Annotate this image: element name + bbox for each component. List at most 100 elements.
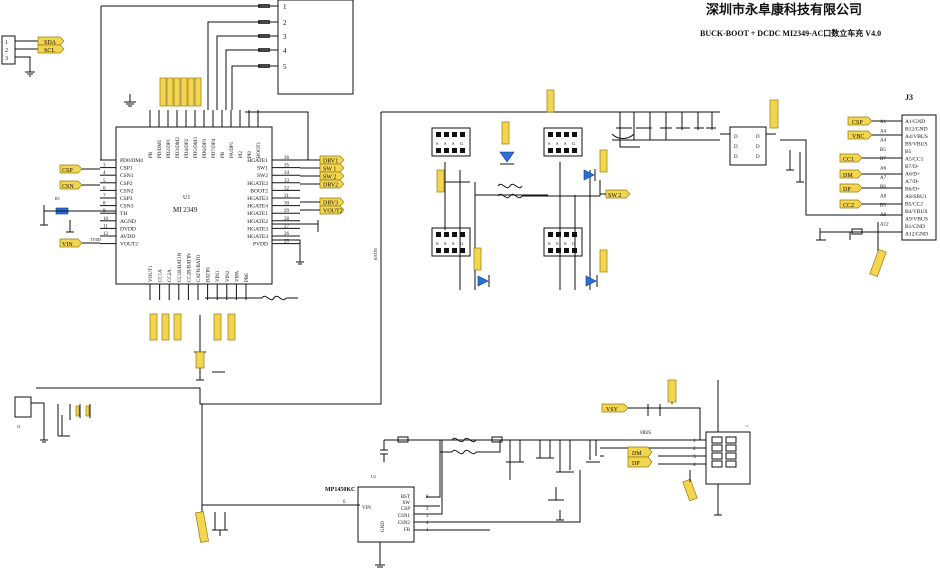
usbc-vbc-label: VBC: [852, 134, 864, 140]
u1-top-pin-name: PD5/DM3: [194, 137, 199, 158]
driver-net-label-text: DRV1: [323, 159, 338, 165]
mosfet-pad: [444, 248, 449, 253]
i2c-header: 1 2 3 SDA SCL: [1, 35, 65, 77]
mosfet-pad: [460, 148, 465, 153]
u1-right-pin-name: PVDD: [253, 242, 268, 248]
driver-net-label-text: SW 1: [323, 167, 336, 173]
u1-bottom-pin-name: CATN/BATO: [197, 254, 202, 282]
u2-pin-num: 2: [426, 507, 429, 512]
diode-d4: [585, 275, 598, 287]
batin-net: BATIN: [373, 248, 378, 260]
usbc-pin-num: A4: [880, 129, 887, 134]
u1-ref: U1: [183, 195, 190, 201]
u1-right-pin-num: 27: [284, 224, 290, 229]
u2-pin-num: 6: [343, 500, 346, 505]
u1-top-pin-name: PA/DP1: [230, 141, 235, 158]
u1-right-pin-name: HGATE2: [247, 219, 268, 225]
u2-ref: U2: [371, 474, 376, 479]
usbc-pin-name: B12/GND: [905, 127, 928, 133]
u1-left-pin-name: CSN3: [120, 204, 134, 210]
u1-right-pin-num: 31: [284, 194, 290, 199]
mosfet-package: [431, 127, 471, 157]
u1-left-pin-name: CSP3: [120, 196, 133, 202]
usba-contact: [725, 444, 737, 452]
top-connector-pin: 4: [283, 47, 287, 55]
driver-net-label-text: VOUT2: [323, 209, 343, 215]
u1-top-net-label: [159, 77, 167, 107]
top-connector-pin: 3: [283, 33, 287, 41]
mosfet-pad: [452, 148, 457, 153]
u1-top-net-label: [180, 77, 188, 107]
mosfet-pad: [460, 232, 465, 237]
mosfet-pad: [436, 132, 441, 137]
usbc-pin-name: A1/GND: [905, 119, 925, 125]
mosfet-pad: [460, 132, 465, 137]
usbc-pin-num: B5: [880, 204, 886, 209]
mosfet-pad: [564, 232, 569, 237]
vsy-label: VSY: [606, 407, 619, 413]
schematic-title: 深圳市永阜康科技有限公司: [706, 2, 862, 17]
u1-bottom-pin-name: BATIN: [207, 267, 212, 282]
usbc-pin-num: A1: [880, 120, 887, 125]
usba-contact: [725, 460, 737, 468]
csn-label: CSN: [62, 184, 74, 190]
mosfet-pad: [548, 148, 553, 153]
u1-right-pin-name: SW2: [257, 173, 268, 179]
u1-right-pin-num: 34: [284, 171, 290, 176]
u1-right-pin-num: 28: [284, 217, 290, 222]
mosfet-pad: [556, 232, 561, 237]
u1-right-pin-num: 26: [284, 232, 290, 237]
u1-bottom-net-label: [213, 313, 222, 341]
usbc-pin-name: B5: [905, 149, 912, 155]
u1-top-pin-name: PD3/DM2: [176, 137, 181, 158]
usbc-dp-label: DP: [843, 187, 851, 193]
mosfet-pad: [572, 148, 577, 153]
mosfet-pad: [452, 248, 457, 253]
mosfet-pad: [460, 248, 465, 253]
u1-bottom-net-label: [227, 313, 236, 341]
mosfet-pad: [556, 148, 561, 153]
mosfet-pin-label: S: [452, 141, 455, 146]
csp-label: CSP: [62, 168, 73, 174]
output-capacitors: [611, 111, 720, 141]
u1-right-pin-name: HGATE4: [247, 234, 268, 240]
mosfet-pin-label: S: [548, 141, 551, 146]
mosfet-pad: [444, 232, 449, 237]
mosfet-pin-label: G: [460, 141, 464, 146]
usba-contact: [711, 452, 723, 460]
mosfet-pin-label: S: [556, 241, 559, 246]
u1-top-net-label: [173, 77, 181, 107]
mosfet-pin-label: S: [444, 241, 447, 246]
diode-d2: [583, 169, 596, 181]
usbc-pin-num: A8: [880, 194, 887, 199]
usbc-pin-num: A4: [880, 139, 887, 144]
usba-pin-num: 3: [693, 454, 696, 460]
svg-text:D: D: [734, 135, 738, 140]
left-net-labels: CSP CSN VIN R5 TVDD: [40, 164, 116, 248]
u1-right-pin-num: 35: [284, 164, 290, 169]
diode-d3: [477, 275, 490, 287]
scl-label: SCL: [44, 48, 55, 54]
u2-pin-num: 3: [426, 514, 429, 519]
u1-top-pin-name: PB: [221, 151, 226, 158]
mosfet-pin-label: S: [548, 241, 551, 246]
mosfet-pad: [564, 132, 569, 137]
mosfet-pad: [548, 232, 553, 237]
mosfet-pad: [444, 132, 449, 137]
u1-left-pin-num: 3: [103, 164, 106, 169]
u1-bottom-pin-name: CC1B/BAT1N: [178, 252, 183, 282]
u1-left-pin-num: 7: [103, 194, 106, 199]
usbc-pin-num: A7: [880, 176, 887, 181]
u1-left-pin-name: CSN1: [120, 173, 134, 179]
usbc-pin-name: A9/VBUS: [905, 217, 928, 223]
usbc-pin-name: B1/GND: [905, 224, 925, 230]
vbus-net: VBUS: [640, 430, 651, 435]
u1-left-pin-num: 10: [103, 217, 109, 222]
power-net-label: [546, 89, 555, 113]
u2-pin-name: BST: [401, 495, 410, 500]
